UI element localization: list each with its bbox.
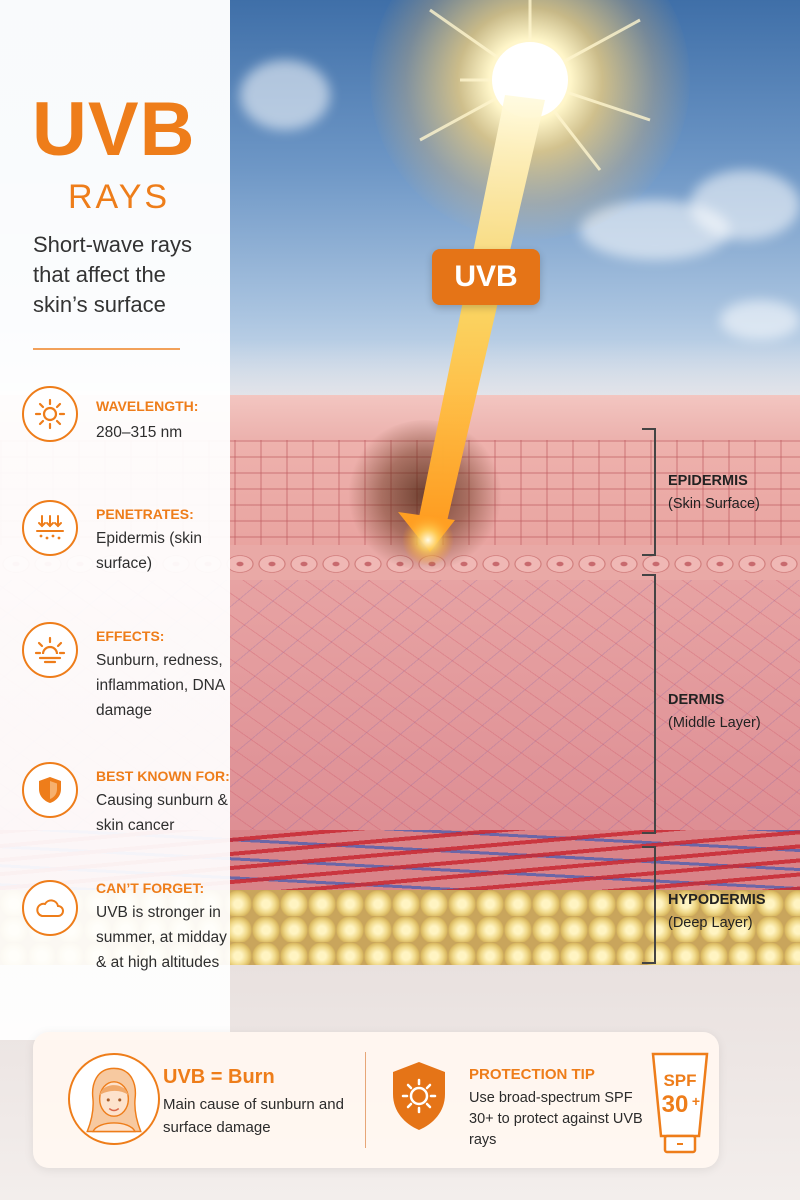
layer-desc: (Skin Surface) <box>668 496 760 512</box>
feature-text: Sunburn, redness, inflammation, DNA dama… <box>96 652 225 719</box>
layer-name: DERMIS <box>668 692 725 708</box>
avatar <box>68 1053 160 1145</box>
summary-card: UVB = Burn Main cause of sunburn and sur… <box>33 1032 719 1168</box>
layer-label-dermis: DERMIS (Middle Layer) <box>668 689 761 735</box>
feature-label: CAN’T FORGET: <box>96 880 205 896</box>
card-divider <box>365 1052 366 1148</box>
face-icon <box>86 1067 142 1133</box>
shield-sun-icon <box>393 1062 445 1130</box>
sun-horizon-icon <box>34 636 66 664</box>
feature-label: PENETRATES: <box>96 506 194 522</box>
spf-label: SPF <box>663 1071 696 1090</box>
feature-label: EFFECTS: <box>96 628 165 644</box>
beam-shaft <box>418 95 545 530</box>
epidermis-bracket <box>642 428 656 556</box>
feature-text: Epidermis (skin surface) <box>96 530 202 572</box>
info-panel: UVB RAYS Short-wave rays that affect the… <box>0 0 230 1040</box>
layer-name: EPIDERMIS <box>668 473 748 489</box>
hypodermis-bracket <box>642 846 656 964</box>
feature-text: Causing sunburn & skin cancer <box>96 792 228 834</box>
cloud <box>690 170 800 240</box>
layer-name: HYPODERMIS <box>668 892 766 908</box>
spf-value: 30 <box>662 1091 689 1118</box>
penetration-icon-wrapper <box>22 500 78 556</box>
cloud-icon <box>36 899 64 917</box>
burn-summary-text: Main cause of sunburn and surface damage <box>163 1096 344 1136</box>
uvb-ray-badge: UVB <box>432 249 540 305</box>
feature-text: 280–315 nm <box>96 424 183 441</box>
layer-desc: (Deep Layer) <box>668 915 753 931</box>
feature-text: UVB is stronger in summer, at midday & a… <box>96 904 227 971</box>
feature-label: WAVELENGTH: <box>96 398 199 414</box>
layer-desc: (Middle Layer) <box>668 715 761 731</box>
cloud-icon-wrapper <box>22 880 78 936</box>
uvb-ray-beam <box>398 0 651 566</box>
layer-label-epidermis: EPIDERMIS (Skin Surface) <box>668 470 760 516</box>
beam-impact-glow <box>402 514 454 566</box>
burn-summary-title: UVB = Burn <box>163 1066 275 1088</box>
penetration-icon <box>36 515 64 540</box>
sun-horizon-icon-wrapper <box>22 622 78 678</box>
sun-icon-wrapper <box>22 386 78 442</box>
sun-icon <box>34 398 66 430</box>
shield-icon-wrapper <box>22 762 78 818</box>
protection-tip-title: PROTECTION TIP <box>469 1066 595 1083</box>
sunscreen-tube-icon: SPF 30 + <box>651 1052 709 1154</box>
divider <box>33 348 180 350</box>
feature-label: BEST KNOWN FOR: <box>96 768 230 784</box>
page-title: UVB <box>32 87 196 172</box>
layer-label-hypodermis: HYPODERMIS (Deep Layer) <box>668 889 766 935</box>
cloud <box>240 60 330 130</box>
dermis-bracket <box>642 574 656 834</box>
protection-tip-text: Use broad-spectrum SPF 30+ to protect ag… <box>469 1090 643 1148</box>
tagline: Short-wave rays that affect the skin’s s… <box>33 232 192 317</box>
page-subtitle: RAYS <box>68 178 171 216</box>
cloud <box>720 300 800 340</box>
spf-plus: + <box>692 1093 700 1109</box>
shield-icon <box>39 777 61 803</box>
